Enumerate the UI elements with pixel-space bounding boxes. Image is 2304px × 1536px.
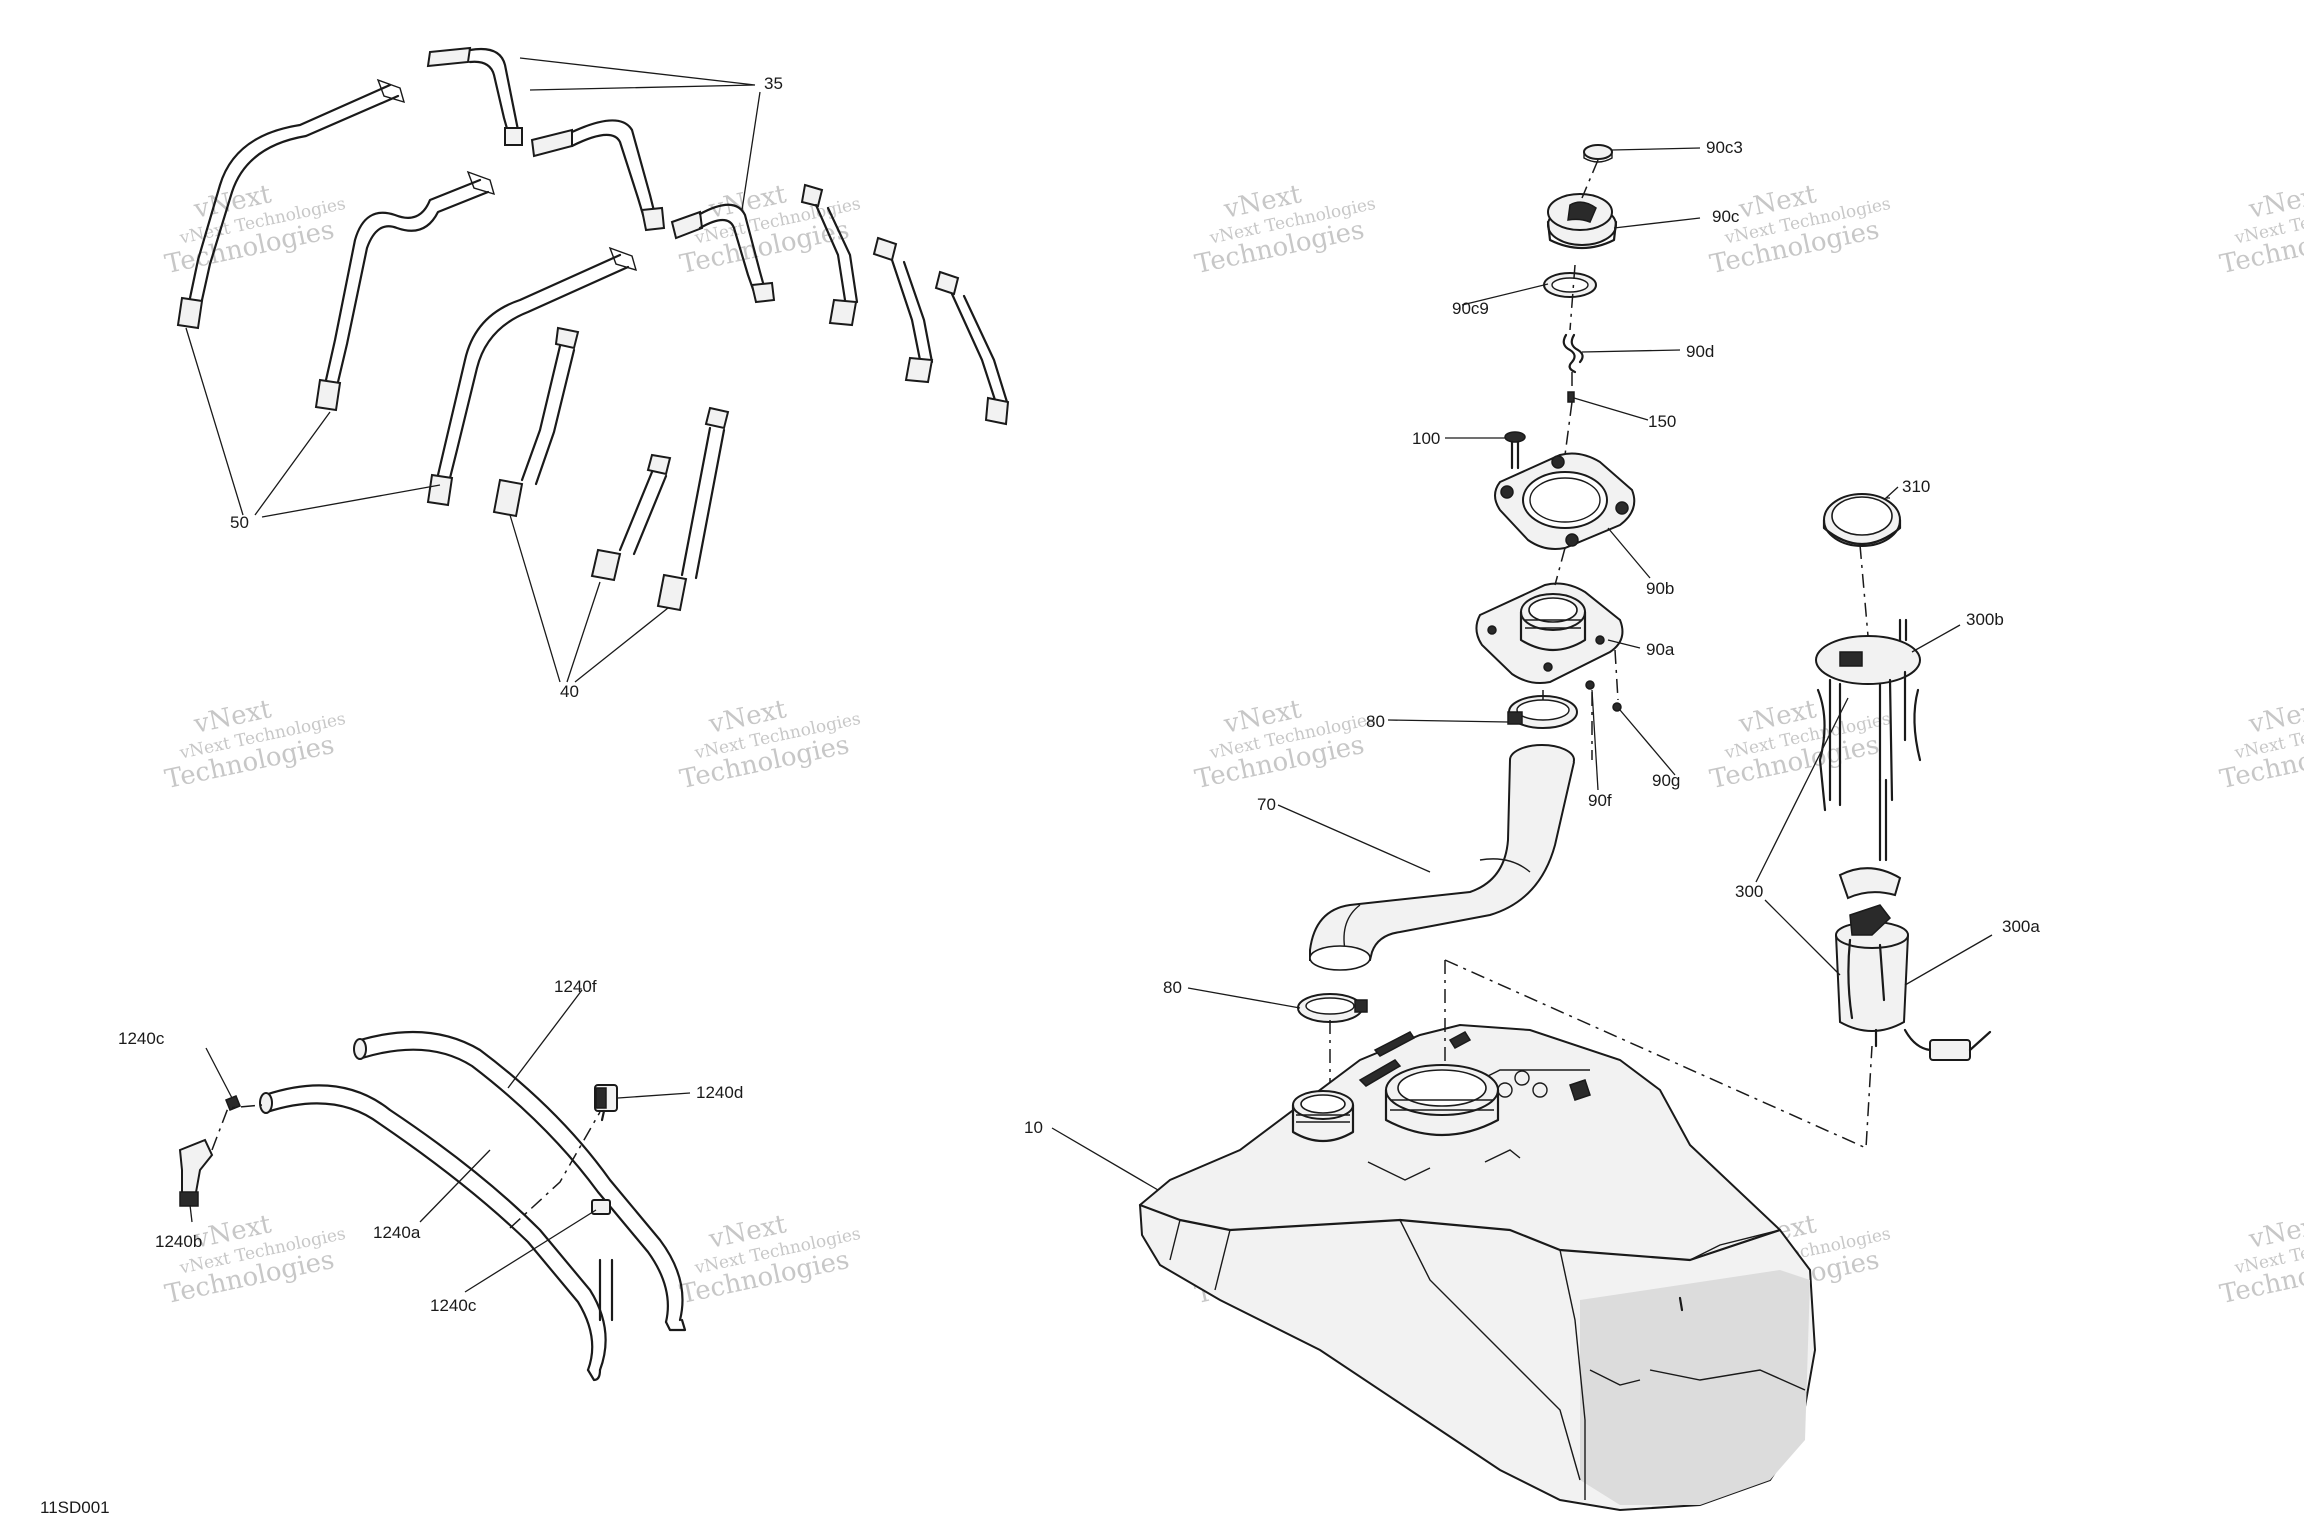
watermark: vNext vNext Technologies Technologies <box>677 179 862 280</box>
strap-small-3 <box>934 270 1010 426</box>
callout-35: 35 <box>764 74 783 93</box>
callout-80-top: 80 <box>1366 712 1385 731</box>
watermark: vNext vNext Technologies Technologies <box>1192 694 1377 795</box>
filler-hose-70 <box>1309 744 1575 971</box>
connector-1240c-top <box>225 1095 241 1111</box>
callout-1240b: 1240b <box>155 1232 202 1251</box>
callout-labels: 35 50 40 90c3 90c 90c9 90d 150 100 310 9… <box>118 74 2040 1315</box>
fuel-tank-10 <box>1138 959 1873 1512</box>
strap-50-a <box>176 78 406 330</box>
watermark-grid: vNext vNext Technologies Technologies vN… <box>162 179 2304 1310</box>
strap-40-b <box>590 453 672 582</box>
strap-small-2 <box>872 236 934 384</box>
strap-50-b <box>314 170 496 412</box>
hose-1240a <box>259 1084 614 1382</box>
strap-40-a <box>492 326 580 518</box>
fuel-pump-group <box>1815 493 1992 1061</box>
callout-1240c-bottom: 1240c <box>430 1296 477 1315</box>
pump-alignment-line <box>1444 959 1873 1150</box>
watermark: vNext vNext Technologies Technologies <box>162 179 347 280</box>
watermark: vNext vNext Technologies Technologies <box>2217 179 2304 280</box>
watermark: vNext vNext Technologies Technologies <box>677 694 862 795</box>
lock-ring-310 <box>1822 493 1902 547</box>
callout-1240f: 1240f <box>554 977 597 996</box>
callout-90d: 90d <box>1686 342 1714 361</box>
hose-alignment-line <box>211 1104 263 1151</box>
strap-50-c <box>426 246 638 507</box>
leader-lines <box>185 57 1993 1293</box>
strap-35-c <box>670 203 776 304</box>
callout-90c: 90c <box>1712 207 1740 226</box>
mounting-plate-90b <box>1494 452 1636 550</box>
pump-module-300a <box>1835 867 1992 1061</box>
filler-neck-flange-90a <box>1475 582 1624 684</box>
strap-35-a <box>426 46 523 146</box>
elbow-1240b <box>178 1138 214 1207</box>
seal-axis-line <box>1614 649 1619 701</box>
callout-300: 300 <box>1735 882 1763 901</box>
callout-100: 100 <box>1412 429 1440 448</box>
watermark: vNext vNext Technologies Technologies <box>677 1209 862 1310</box>
connector-1240c-bottom <box>591 1199 611 1215</box>
callout-90c3: 90c3 <box>1706 138 1743 157</box>
seal-90g <box>1612 702 1622 712</box>
watermark: vNext vNext Technologies Technologies <box>1192 179 1377 280</box>
cap-insert-90c3 <box>1583 144 1613 163</box>
pump-flange-300b <box>1815 618 1922 862</box>
vent-hoses-group <box>178 1030 687 1382</box>
callout-300b: 300b <box>1966 610 2004 629</box>
straps-group <box>176 46 1010 612</box>
strap-small-1 <box>800 183 859 327</box>
callout-90g: 90g <box>1652 771 1680 790</box>
strap-35-b <box>530 119 666 232</box>
figure-id: 11SD001 <box>40 1498 110 1517</box>
watermark: vNext vNext Technologies Technologies <box>2217 1209 2304 1310</box>
callout-1240d: 1240d <box>696 1083 743 1102</box>
watermark: vNext vNext Technologies Technologies <box>2217 694 2304 795</box>
callout-70: 70 <box>1257 795 1276 814</box>
callout-40: 40 <box>560 682 579 701</box>
fuel-cap-90c <box>1546 193 1618 250</box>
callout-150: 150 <box>1648 412 1676 431</box>
tether-90d <box>1562 333 1584 374</box>
clamp-80-bottom <box>1297 993 1368 1023</box>
callout-1240c-top: 1240c <box>118 1029 165 1048</box>
filler-axis-line <box>1329 159 1599 1085</box>
callout-90b: 90b <box>1646 579 1674 598</box>
pin-150 <box>1567 391 1575 403</box>
callout-80-bottom: 80 <box>1163 978 1182 997</box>
callout-10: 10 <box>1024 1118 1043 1137</box>
clamp-80-top <box>1507 695 1578 729</box>
hose-alignment-line <box>509 1111 601 1229</box>
seal-90f <box>1585 680 1595 690</box>
strap-40-c <box>656 406 730 612</box>
callout-90a: 90a <box>1646 640 1675 659</box>
watermark: vNext vNext Technologies Technologies <box>1707 694 1892 795</box>
screw-100 <box>1504 431 1526 470</box>
callout-1240a: 1240a <box>373 1223 421 1242</box>
callout-90f: 90f <box>1588 791 1612 810</box>
vent-valve-1240d <box>594 1084 618 1122</box>
watermark: vNext vNext Technologies Technologies <box>162 1209 347 1310</box>
callout-50: 50 <box>230 513 249 532</box>
pump-axis-line <box>1859 544 1869 637</box>
filler-cap-group <box>1297 144 1636 1085</box>
watermark: vNext vNext Technologies Technologies <box>162 694 347 795</box>
callout-300a: 300a <box>2002 917 2040 936</box>
callout-310: 310 <box>1902 477 1930 496</box>
callout-90c9: 90c9 <box>1452 299 1489 318</box>
hose-1240f <box>353 1030 687 1332</box>
cap-seal-90c9 <box>1543 272 1597 298</box>
